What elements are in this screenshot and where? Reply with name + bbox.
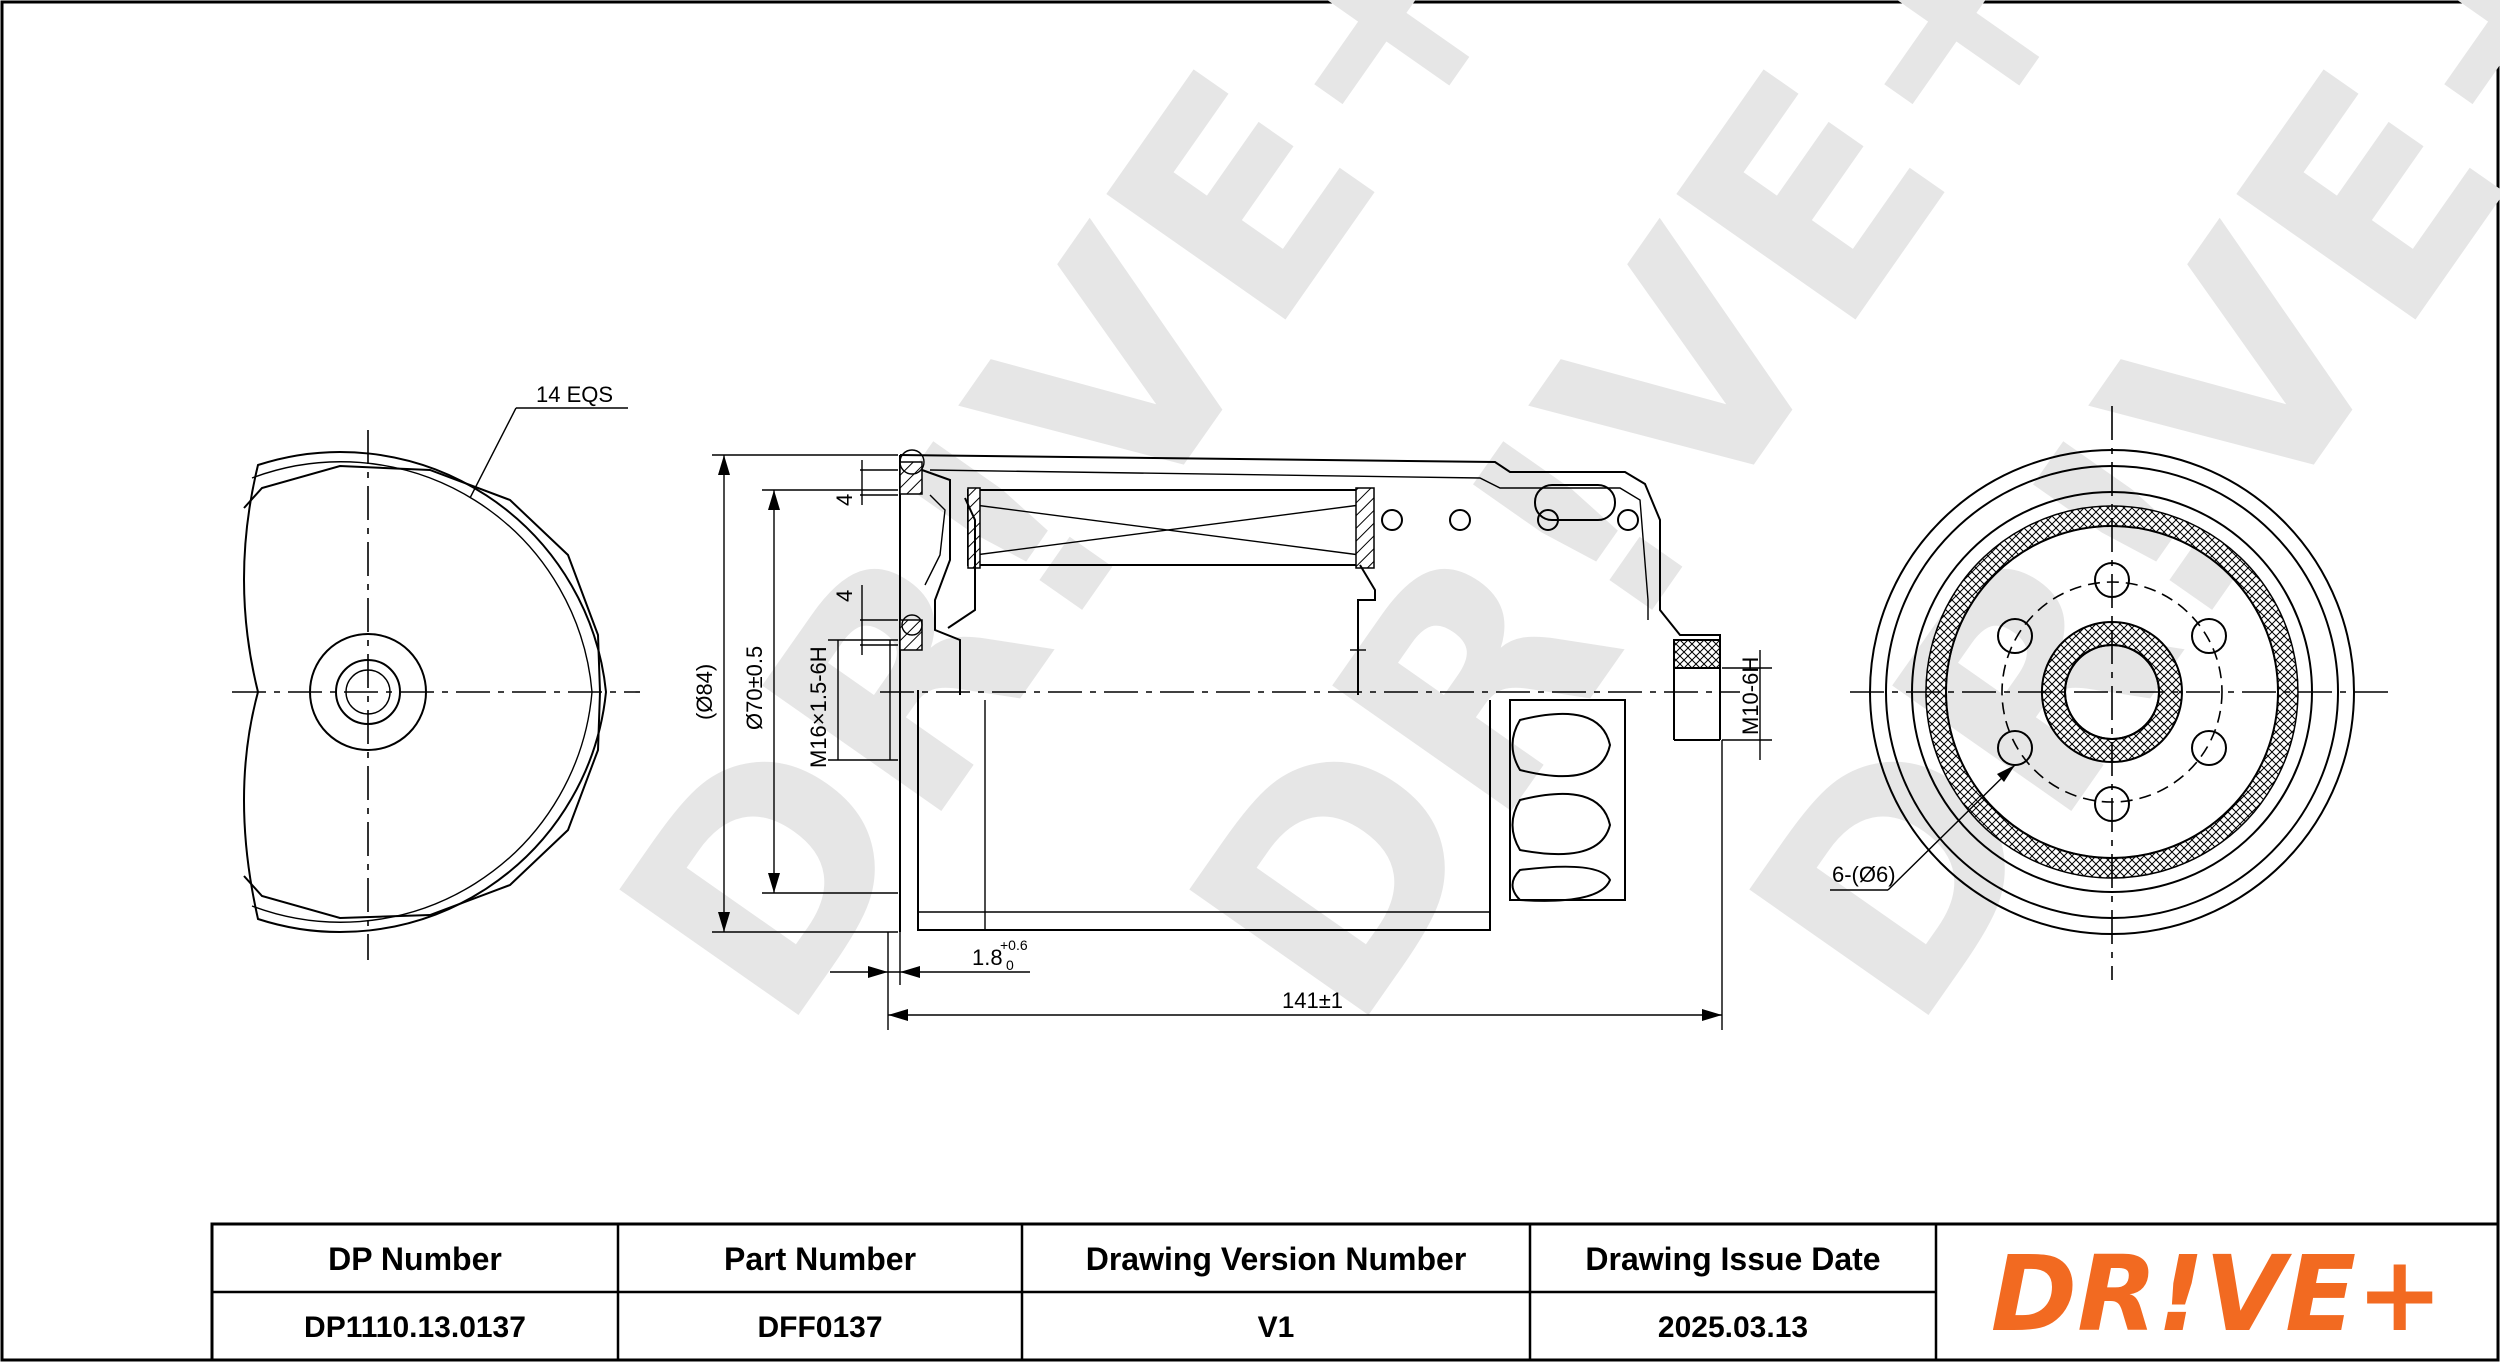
title-block: DP Number Part Number Drawing Version Nu…	[210, 1222, 2500, 1362]
label-seal-gap-upper-tol: +0.6	[1000, 937, 1028, 953]
label-length: 141±1	[1282, 988, 1343, 1013]
value-issue-date: 2025.03.13	[1658, 1311, 1808, 1344]
side-section-view: (Ø84) Ø70±0.5 M16×1.5-6H 4 4 M10-6H	[692, 449, 1772, 1030]
header-issue-date: Drawing Issue Date	[1585, 1241, 1880, 1277]
label-seal-gap: 1.8	[972, 945, 1003, 970]
label-seal-gap-lower-tol: 0	[1006, 957, 1014, 973]
label-gasket-offset-a: 4	[832, 494, 857, 506]
label-outer-diameter: (Ø84)	[692, 664, 717, 720]
header-part-number: Part Number	[724, 1241, 916, 1277]
label-across-flats: 14 EQS	[536, 382, 613, 407]
value-dp-number: DP1110.13.0137	[304, 1311, 526, 1344]
label-gasket-offset-b: 4	[832, 590, 857, 602]
value-part-number: DFF0137	[757, 1311, 882, 1344]
header-dp-number: DP Number	[328, 1241, 502, 1277]
drive-logo: DR!VE+	[1991, 1233, 2444, 1355]
right-top-view: 6-(Ø6)	[1830, 406, 2392, 980]
label-inlet-thread: M16×1.5-6H	[806, 646, 831, 768]
value-drawing-version: V1	[1258, 1311, 1295, 1344]
label-drain-thread: M10-6H	[1738, 657, 1763, 735]
label-holes: 6-(Ø6)	[1832, 862, 1896, 887]
left-end-view: 14 EQS	[232, 382, 640, 960]
label-gasket-diameter: Ø70±0.5	[742, 646, 767, 730]
header-drawing-version: Drawing Version Number	[1086, 1241, 1467, 1277]
